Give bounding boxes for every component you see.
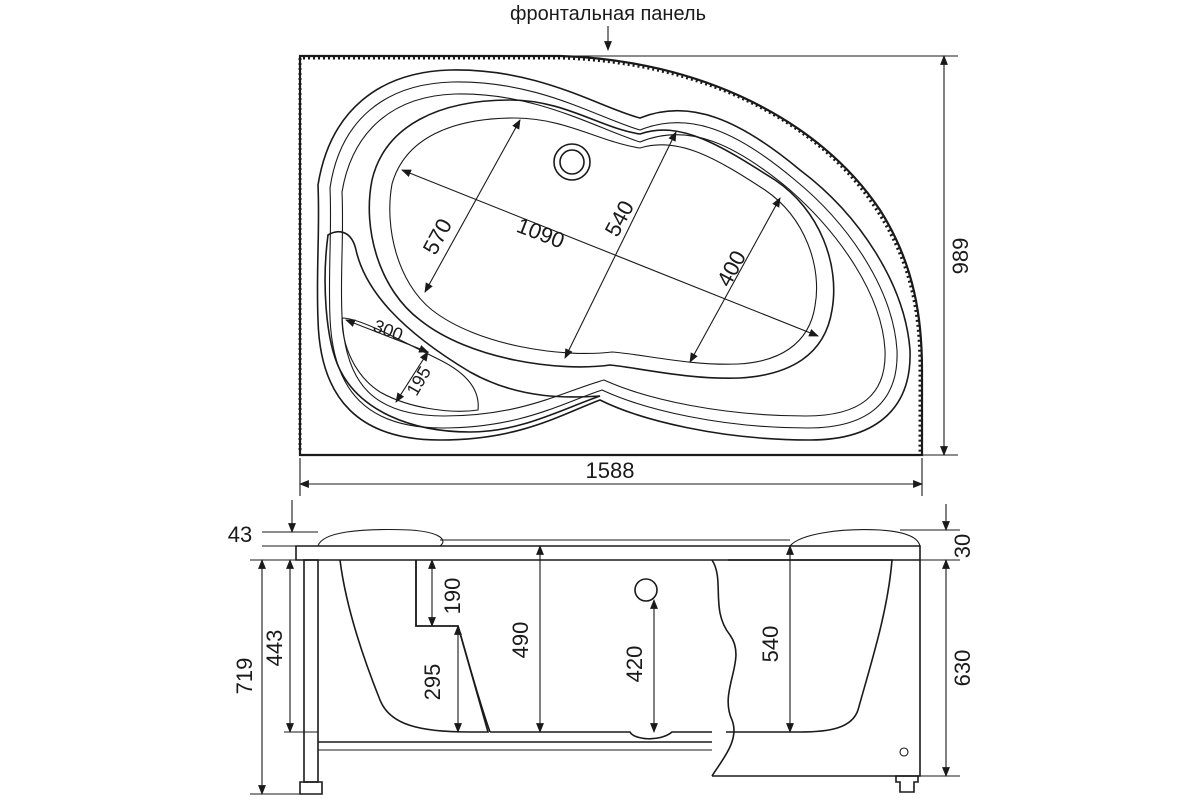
dim-line-300 [345, 319, 429, 353]
dim-443: 443 [262, 630, 287, 667]
front-panel-break [711, 559, 737, 777]
dim-1090: 1090 [513, 213, 568, 254]
dim-line-400 [689, 197, 781, 363]
side-view: 43 719 443 190 295 490 420 540 30 6 [228, 500, 975, 795]
dim-490: 490 [508, 622, 533, 659]
bowl-outer-rim-inner2 [340, 93, 886, 417]
plan-outer-outline [298, 54, 924, 457]
dim-295: 295 [420, 664, 445, 701]
bowl-outer-rim-inner [328, 81, 898, 429]
foot-left [299, 781, 323, 795]
front-panel-line [298, 56, 922, 452]
frame-left-leg [303, 559, 319, 783]
tub-body-left [339, 559, 490, 733]
front-panel-label: фронтальная панель [510, 3, 706, 25]
dim-line-540-plan [564, 131, 677, 359]
dim-line-1090 [401, 169, 819, 337]
dim-400: 400 [712, 246, 751, 290]
dim-line-570 [424, 119, 521, 293]
dim-540-plan: 540 [600, 196, 639, 240]
headrest-left [317, 528, 444, 547]
bowl-inner [368, 99, 835, 380]
panel-screw [899, 747, 909, 757]
drain-inner [559, 149, 585, 175]
dim-540-side: 540 [758, 626, 783, 663]
dim-30: 30 [950, 534, 975, 558]
front-panel-caption: фронтальная панель [510, 3, 706, 51]
plan-view: 1090 570 540 400 300 195 1588 989 [298, 54, 973, 496]
tub-body-right [726, 559, 893, 733]
dim-190: 190 [440, 578, 465, 615]
dim-420: 420 [622, 646, 647, 683]
tub-body-middle [490, 731, 712, 740]
dim-989: 989 [948, 238, 973, 275]
dim-1588: 1588 [586, 458, 635, 483]
headrest-right [789, 529, 921, 547]
dim-570: 570 [418, 214, 457, 258]
dim-line-195 [395, 351, 429, 403]
dim-195: 195 [403, 363, 435, 399]
dim-43: 43 [228, 522, 252, 547]
seat-outline [324, 231, 601, 433]
foot-right [895, 775, 919, 793]
dim-630: 630 [950, 650, 975, 687]
overflow-hole [634, 578, 658, 602]
bowl-outer-rim [316, 69, 911, 441]
bowl-floor [389, 117, 818, 365]
rim-top [295, 545, 921, 561]
front-panel-right [712, 560, 921, 777]
dim-719: 719 [232, 658, 257, 695]
